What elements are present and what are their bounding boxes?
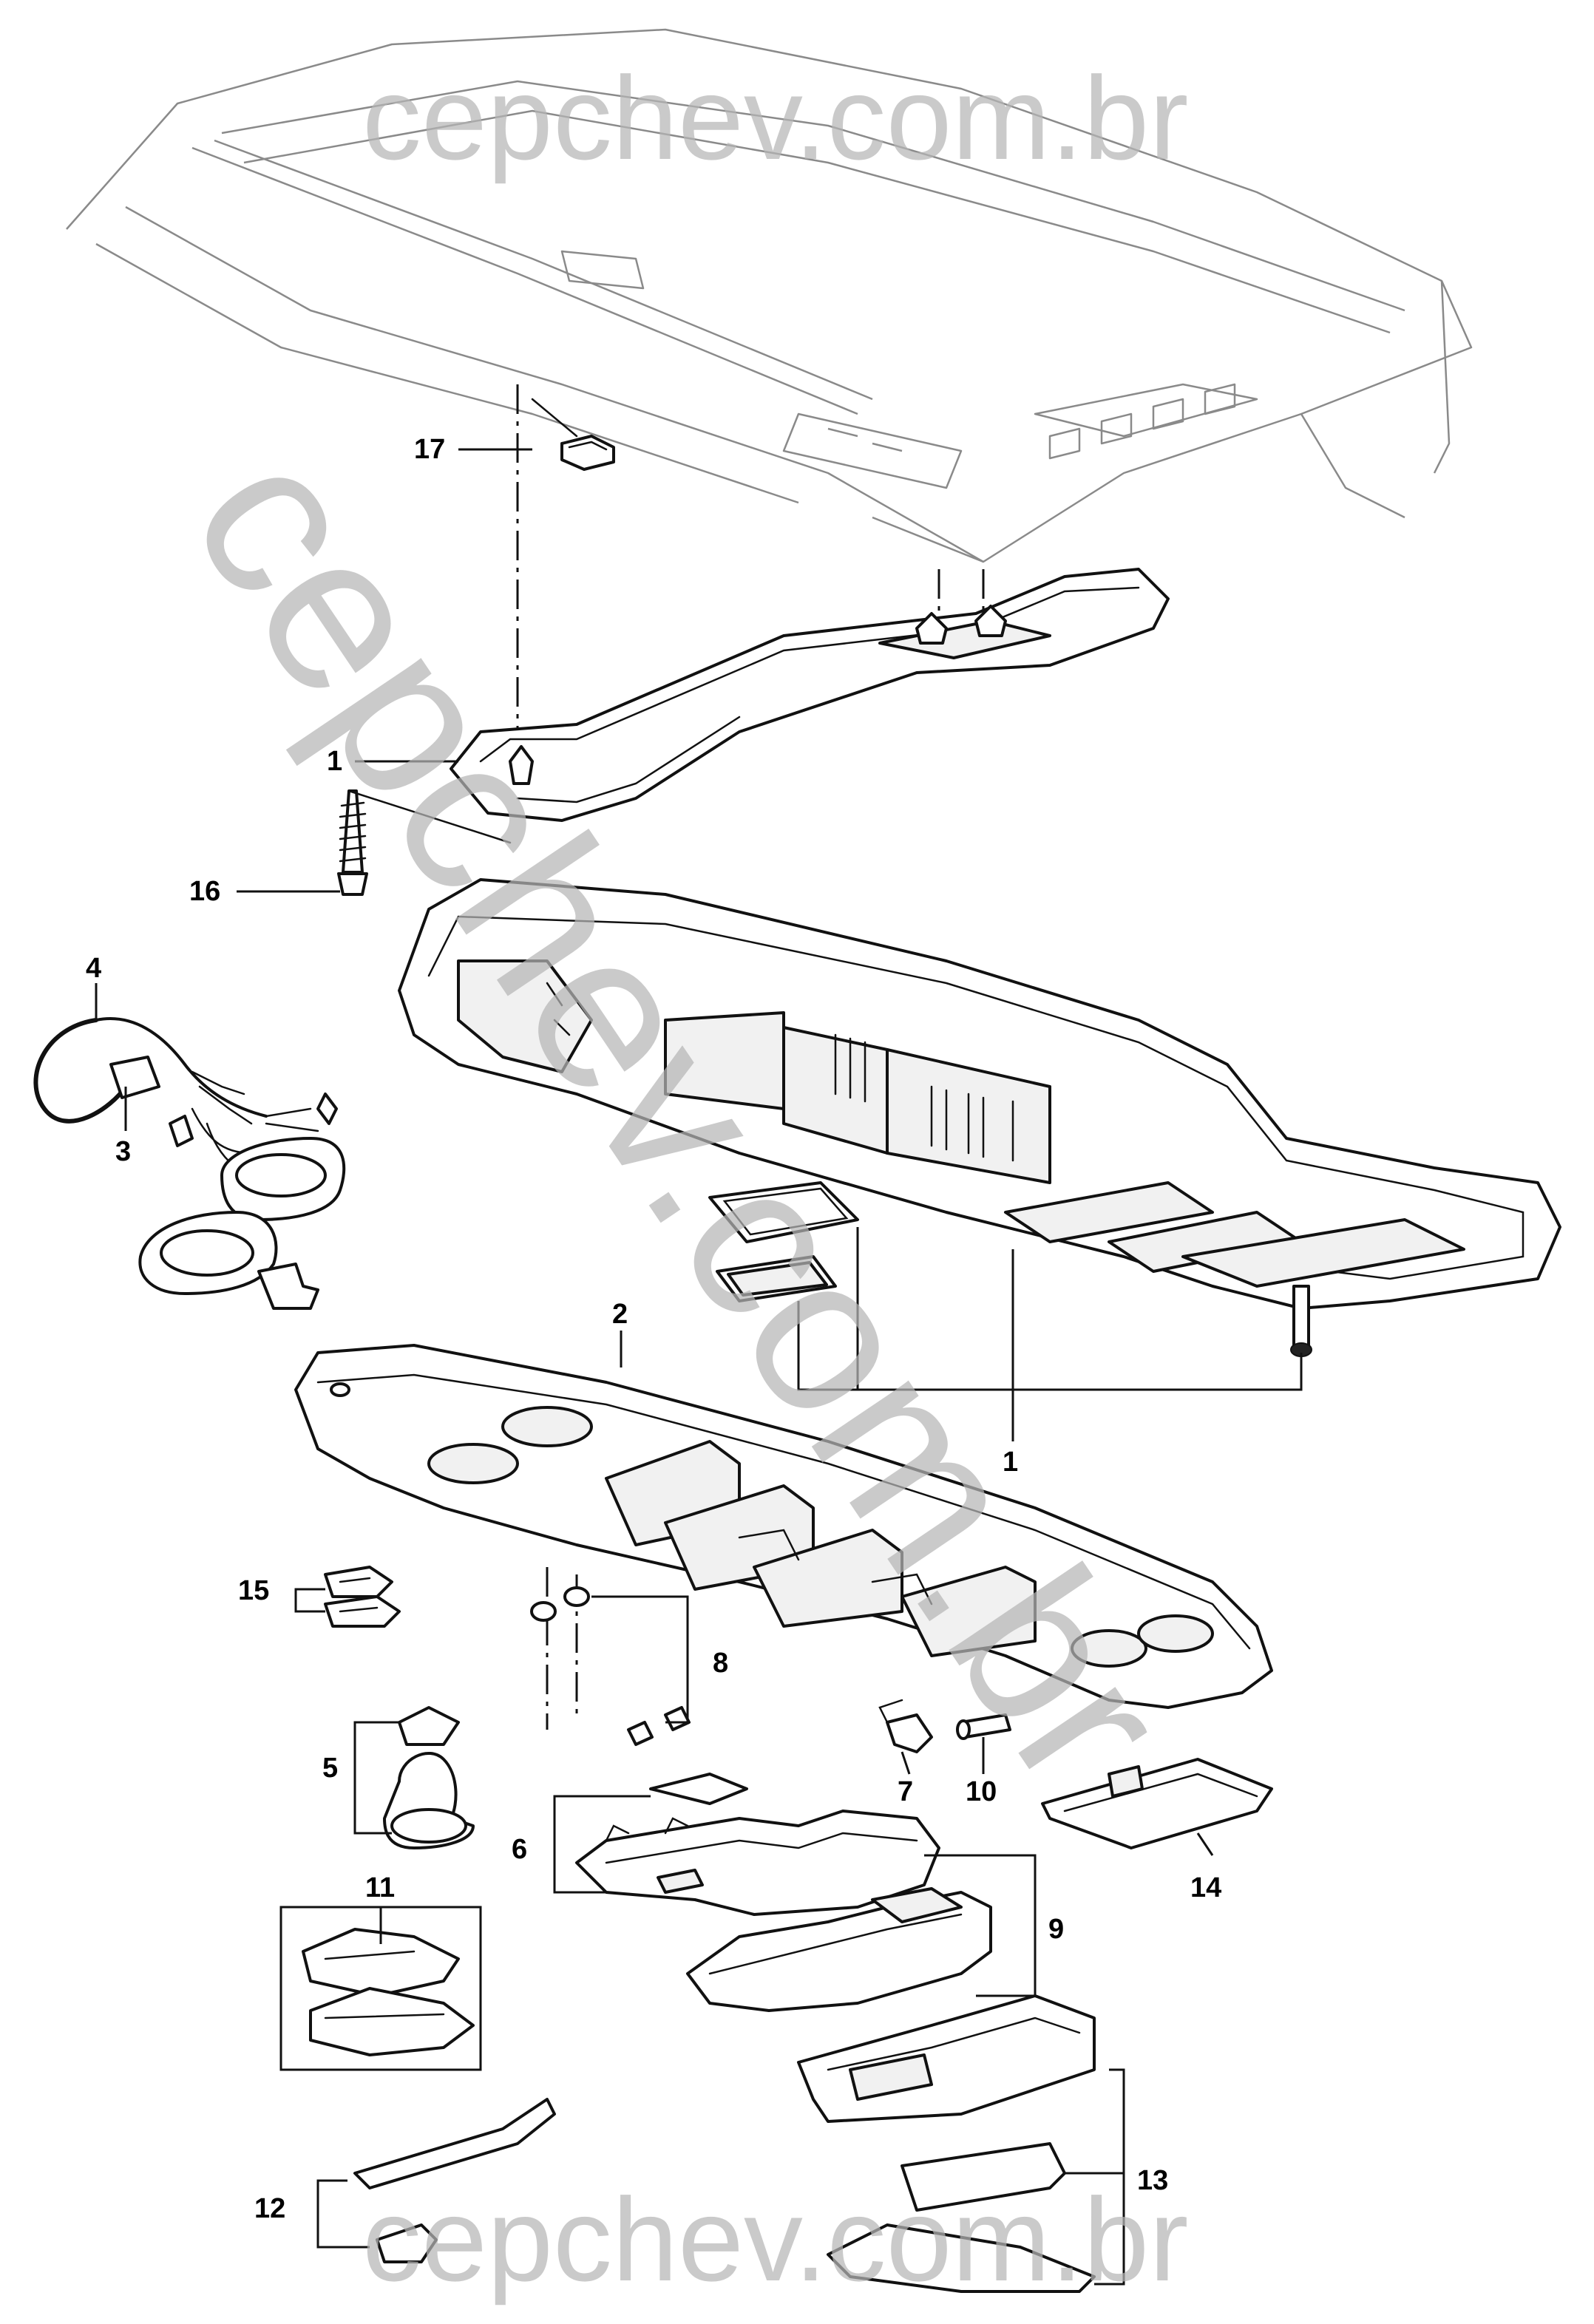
part-4-wiring-harness: [33, 1017, 319, 1178]
callout-leaders: [95, 448, 985, 1944]
callout-15: 15: [238, 1575, 269, 1606]
part-12-strip: [316, 2098, 556, 2263]
callout-16: 16: [189, 876, 220, 907]
callout-12: 12: [254, 2193, 285, 2224]
callout-9: 9: [1048, 1914, 1064, 1945]
callout-2: 2: [612, 1299, 628, 1330]
part-5-lamp-assembly: [353, 1706, 475, 1849]
watermark-top: cepchev.com.br: [362, 52, 1189, 184]
part-8-fasteners: [530, 1586, 691, 1746]
part-1-gaskets: [708, 1181, 859, 1302]
callout-6: 6: [512, 1834, 527, 1865]
callout-4: 4: [86, 953, 101, 984]
part-16-screw: [337, 789, 512, 896]
callout-10: 10: [966, 1776, 997, 1807]
callout-3: 3: [115, 1136, 131, 1167]
callout-13: 13: [1137, 2165, 1168, 2196]
part-14-cover: [1041, 1758, 1273, 1856]
part-7-clip: [878, 1699, 933, 1753]
callout-11: 11: [365, 1872, 395, 1903]
vehicle-roof-outline: [66, 28, 1473, 563]
part-3-lamp-sockets: [138, 1093, 346, 1310]
callout-14: 14: [1190, 1872, 1221, 1903]
part-1-upper-housing: [450, 568, 1170, 822]
callout-5: 5: [322, 1753, 338, 1784]
part-10-pin: [956, 1713, 1011, 1740]
callout-labels: 17 1 16 4 3 2 1 15 8 5 7 10 6 14 11 9 13…: [86, 434, 1221, 2224]
part-9-bezel: [686, 1854, 1037, 2012]
part-13-bin: [797, 1994, 1125, 2293]
callout-8: 8: [713, 1648, 728, 1679]
part-2-lower-panel: [294, 1344, 1273, 1709]
part-15-clip-pair: [294, 1566, 401, 1628]
callout-17: 17: [414, 434, 445, 465]
callout-1-top: 1: [327, 746, 342, 777]
callout-7: 7: [898, 1776, 913, 1807]
part-11-switch: [279, 1906, 482, 2071]
leaders-part-1: [797, 1227, 1303, 1441]
callout-1-bottom: 1: [1003, 1447, 1018, 1478]
watermark-bottom: cepchev.com.br: [362, 2173, 1189, 2306]
part-17-clip: [531, 398, 615, 471]
part-6-bezel: [553, 1773, 940, 1916]
part-1-main-console-shell: [398, 878, 1561, 1357]
